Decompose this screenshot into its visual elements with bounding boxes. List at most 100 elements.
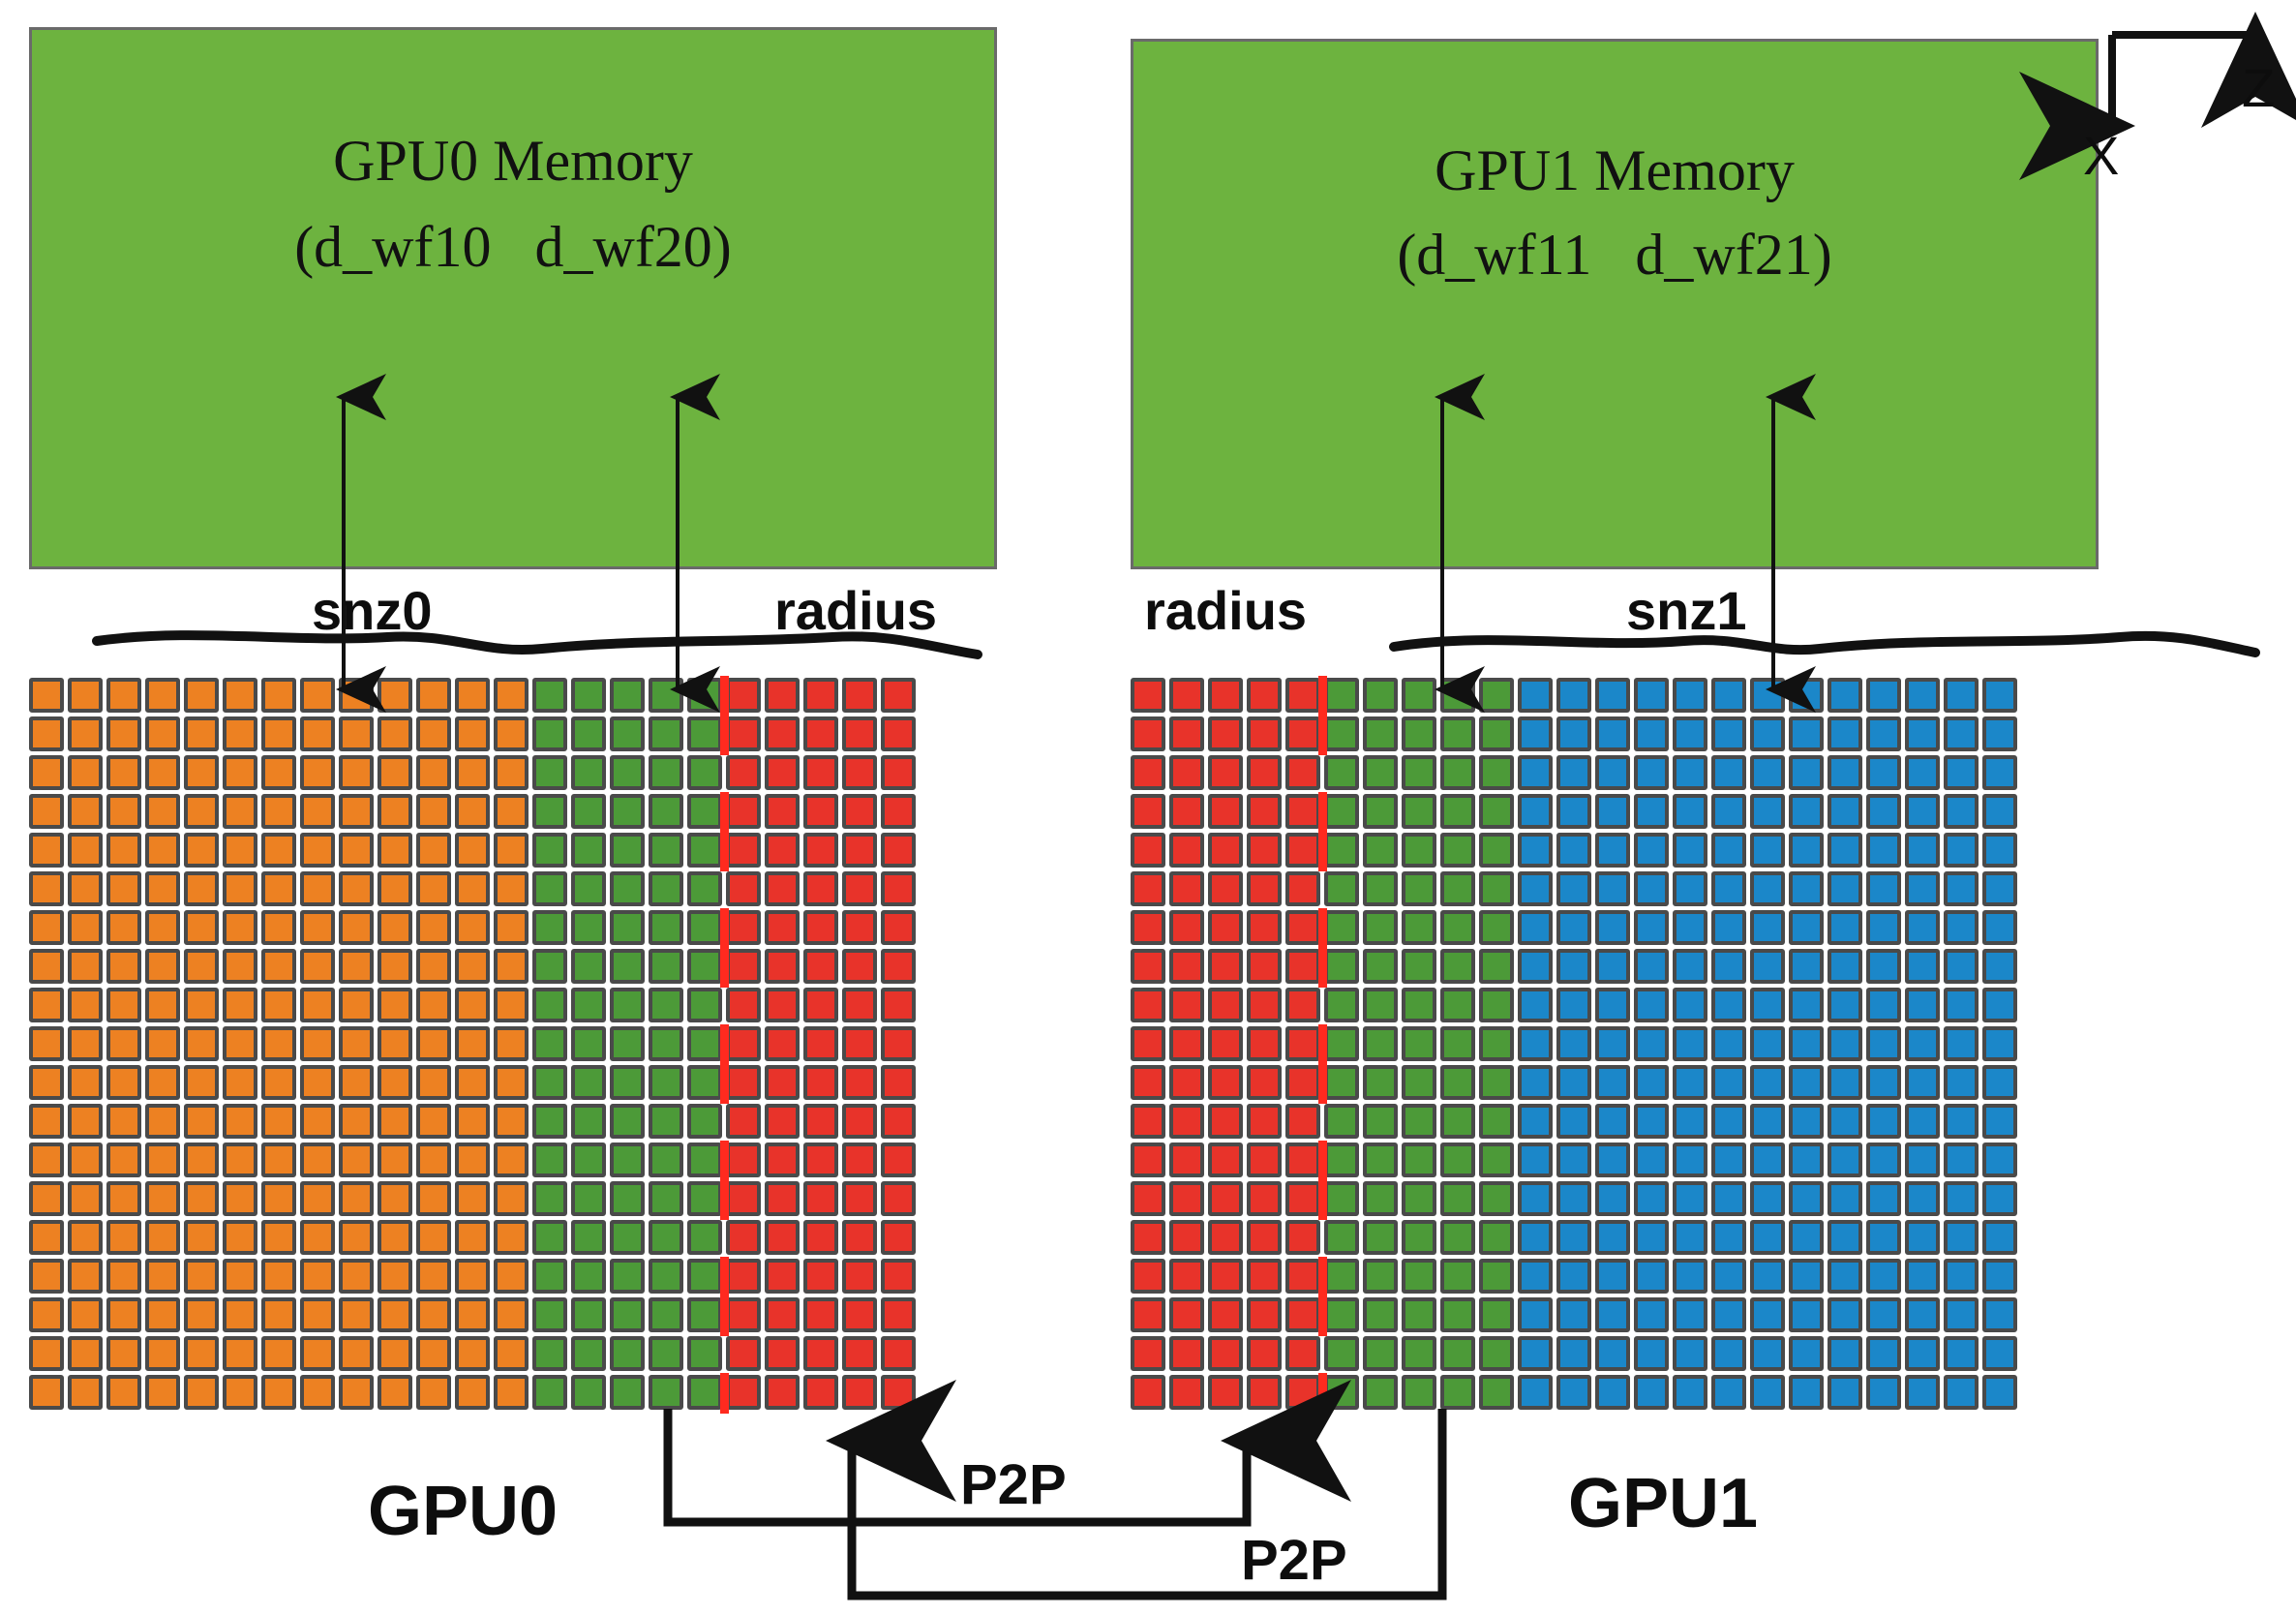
grid-cell: [1479, 1220, 1514, 1255]
grid-cell: [494, 1375, 529, 1410]
grid-cell: [881, 678, 916, 713]
grid-cell: [1131, 1143, 1165, 1177]
grid-cell: [1518, 1065, 1553, 1100]
grid-cell: [455, 1065, 490, 1100]
grid-cell: [223, 1026, 257, 1061]
grid-cell: [803, 1104, 838, 1139]
grid-cell: [29, 794, 64, 829]
grid-cell: [261, 716, 296, 751]
grid-cell: [106, 716, 141, 751]
grid-cell: [68, 1065, 103, 1100]
p2p-connection-gpu0-to-gpu1: [663, 1380, 1351, 1527]
grid-cell: [1634, 1065, 1669, 1100]
grid-cell: [1285, 871, 1320, 906]
grid-cell: [1944, 833, 1979, 868]
grid-cell: [1595, 794, 1630, 829]
grid-cell: [1711, 871, 1746, 906]
grid-cell: [378, 1104, 412, 1139]
grid-cell: [455, 1104, 490, 1139]
gpu1-memory-subtitle: (d_wf11 d_wf21): [1397, 223, 1832, 287]
grid-cell: [106, 871, 141, 906]
grid-cell: [339, 910, 374, 945]
grid-cell: [1208, 910, 1243, 945]
grid-cell: [1905, 1065, 1940, 1100]
grid-cell: [416, 1181, 451, 1216]
grid-cell: [339, 949, 374, 984]
grid-cell: [1363, 1143, 1398, 1177]
grid-cell: [261, 678, 296, 713]
grid-cell: [532, 678, 567, 713]
grid-cell: [300, 871, 335, 906]
grid-cell: [1595, 1104, 1630, 1139]
grid-cell: [223, 1104, 257, 1139]
grid-cell: [1905, 1375, 1940, 1410]
grid-cell: [1518, 716, 1553, 751]
grid-cell: [1634, 833, 1669, 868]
grid-cell: [29, 678, 64, 713]
grid-cell: [803, 1143, 838, 1177]
grid-cell: [1634, 1104, 1669, 1139]
grid-cell: [68, 988, 103, 1022]
extent-brace-lines: [92, 630, 2260, 659]
grid-cell: [1247, 871, 1282, 906]
grid-cell: [1169, 1104, 1204, 1139]
grid-cell: [1324, 1104, 1359, 1139]
grid-cell: [1440, 1181, 1475, 1216]
grid-cell: [1285, 1143, 1320, 1177]
grid-cell: [687, 988, 722, 1022]
grid-cell: [1440, 949, 1475, 984]
grid-cell: [1634, 910, 1669, 945]
grid-cell: [145, 678, 180, 713]
grid-cell: [1479, 794, 1514, 829]
grid-cell: [1866, 833, 1901, 868]
grid-cell: [1131, 833, 1165, 868]
grid-cell: [1711, 1026, 1746, 1061]
grid-cell: [29, 716, 64, 751]
grid-cell: [1247, 716, 1282, 751]
grid-cell: [1479, 1181, 1514, 1216]
grid-cell: [1518, 988, 1553, 1022]
grid-cell: [1595, 988, 1630, 1022]
grid-cell: [649, 1065, 683, 1100]
grid-cell: [532, 1104, 567, 1139]
grid-cell: [339, 988, 374, 1022]
grid-cell: [1750, 755, 1785, 790]
grid-cell: [803, 949, 838, 984]
grid-cell: [29, 1220, 64, 1255]
grid-cell: [571, 910, 606, 945]
grid-cell: [532, 716, 567, 751]
grid-cell: [223, 910, 257, 945]
grid-cell: [1828, 794, 1862, 829]
grid-cell: [1944, 1181, 1979, 1216]
halo-divider-segment: [720, 947, 729, 988]
grid-cell: [1518, 1336, 1553, 1371]
grid-cell: [1595, 833, 1630, 868]
grid-cell: [1866, 755, 1901, 790]
grid-cell: [1595, 949, 1630, 984]
grid-cell: [416, 1065, 451, 1100]
grid-cell: [184, 1143, 219, 1177]
grid-cell: [1518, 833, 1553, 868]
grid-cell: [1363, 1104, 1398, 1139]
grid-cell: [1169, 794, 1204, 829]
grid-cell: [571, 833, 606, 868]
grid-cell: [1479, 1336, 1514, 1371]
grid-cell: [1440, 1259, 1475, 1294]
grid-cell: [1285, 1336, 1320, 1371]
grid-cell: [532, 1297, 567, 1332]
grid-cell: [571, 1104, 606, 1139]
grid-cell: [494, 1026, 529, 1061]
grid-cell: [145, 871, 180, 906]
grid-cell: [1169, 678, 1204, 713]
grid-cell: [29, 1104, 64, 1139]
grid-cell: [1750, 871, 1785, 906]
grid-cell: [1208, 988, 1243, 1022]
grid-cell: [1131, 988, 1165, 1022]
grid-cell: [1440, 1104, 1475, 1139]
grid-cell: [145, 1297, 180, 1332]
grid-cell: [261, 988, 296, 1022]
grid-cell: [223, 1259, 257, 1294]
grid-cell: [300, 1181, 335, 1216]
grid-cell: [339, 1065, 374, 1100]
grid-cell: [765, 833, 800, 868]
